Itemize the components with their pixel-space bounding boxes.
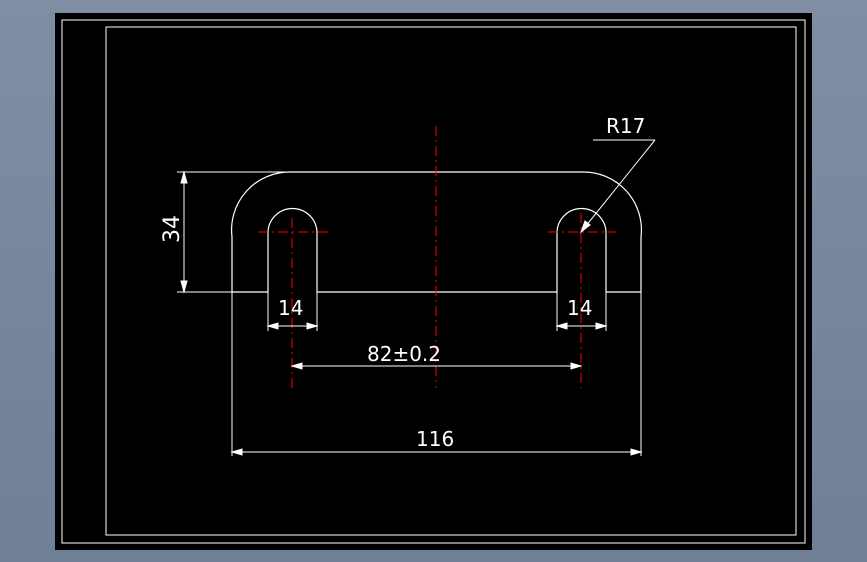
outer-frame — [61, 19, 806, 544]
dimension-slot-left — [266, 292, 319, 331]
cad-drawing: 34 14 14 82±0.2 — [61, 19, 806, 544]
dimension-slot-right-label: 14 — [567, 296, 592, 320]
dimension-center-distance-label: 82±0.2 — [367, 342, 441, 366]
drawing-viewport[interactable]: 34 14 14 82±0.2 — [55, 13, 812, 550]
dimension-slot-left-label: 14 — [278, 296, 303, 320]
dimension-center-distance — [290, 362, 583, 370]
radius-label: R17 — [606, 114, 645, 138]
dimension-slot-right — [555, 292, 608, 331]
dimension-height — [177, 170, 288, 294]
dimension-overall-width — [230, 292, 643, 456]
radius-leader — [579, 139, 656, 234]
dimension-height-label: 34 — [160, 215, 185, 243]
dimension-overall-width-label: 116 — [416, 427, 454, 451]
inner-frame — [105, 26, 797, 536]
part-outline — [230, 171, 643, 293]
